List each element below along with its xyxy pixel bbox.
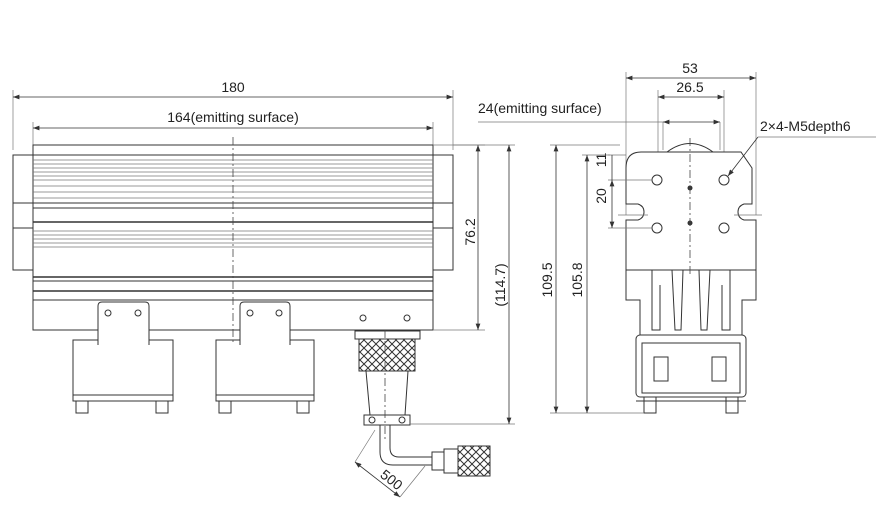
dimension-label: 11 xyxy=(593,153,609,168)
dimension-emitting-length: 164(emitting surface) xyxy=(32,109,434,148)
dimension-label: 76.2 xyxy=(462,218,478,245)
dimension-label: 26.5 xyxy=(676,79,703,95)
side-view: 53 26.5 24(emitting surface) xyxy=(478,60,876,414)
dimension-label: 164(emitting surface) xyxy=(167,109,299,125)
dimension-label: 105.8 xyxy=(569,262,585,297)
end-cap-right xyxy=(432,154,454,271)
dimension-label: 180 xyxy=(221,79,245,95)
dimension-label: 500 xyxy=(377,466,405,493)
tap-spec-callout: 2×4-M5depth6 xyxy=(727,118,876,177)
mounting-bracket xyxy=(72,301,174,414)
dimension-overall-height: (114.7) xyxy=(410,144,515,425)
dimension-side-overall-height: 109.5 xyxy=(539,144,644,414)
dimension-label: 24(emitting surface) xyxy=(478,100,602,116)
side-clip-housing xyxy=(635,334,747,414)
dimension-label: (114.7) xyxy=(492,263,508,306)
dimension-body-height: 76.2 xyxy=(433,144,485,331)
dimension-overall-length: 180 xyxy=(12,79,454,150)
dimension-label: 20 xyxy=(593,188,609,204)
dimension-label: 53 xyxy=(682,60,698,76)
front-view: 180 164(emitting surface) xyxy=(12,79,515,498)
dimension-emitting-width: 24(emitting surface) xyxy=(478,100,721,150)
dimension-label: 109.5 xyxy=(539,262,555,297)
side-housing xyxy=(625,151,757,271)
tapped-hole xyxy=(718,174,730,186)
side-heatsink-fins xyxy=(625,269,757,335)
tapped-hole xyxy=(718,222,730,234)
dimension-hole-offsets: 11 20 xyxy=(593,153,652,229)
end-cap-left xyxy=(12,154,34,271)
mounting-bracket xyxy=(215,301,315,414)
tap-spec-label: 2×4-M5depth6 xyxy=(760,118,851,134)
cable-connector xyxy=(354,314,491,477)
dimension-side-body-height: 105.8 xyxy=(569,154,610,413)
